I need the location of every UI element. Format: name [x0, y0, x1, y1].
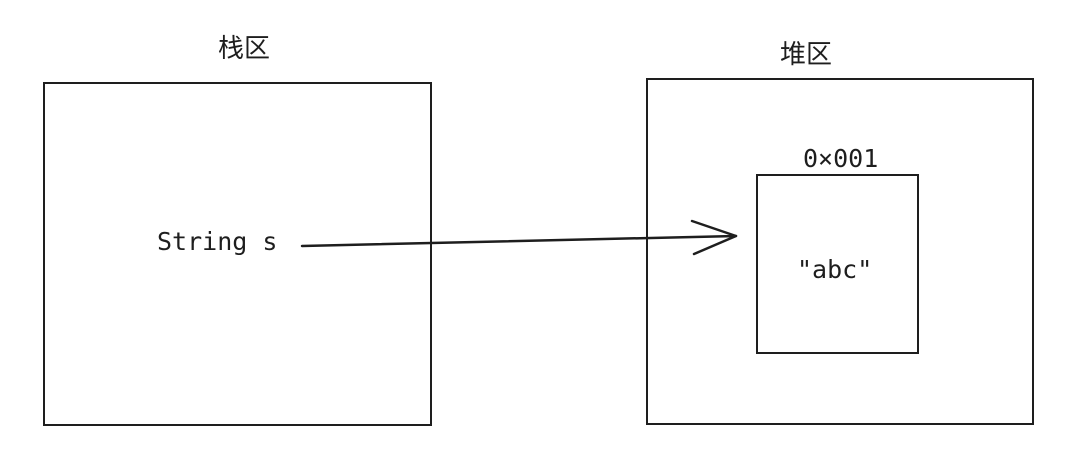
- heap-region-box[interactable]: [646, 78, 1034, 425]
- stack-region-title: 栈区: [218, 34, 271, 64]
- heap-object-box[interactable]: [756, 174, 919, 354]
- heap-object-value: "abc": [797, 255, 873, 284]
- heap-region-title: 堆区: [780, 40, 833, 70]
- stack-variable-label: String s: [157, 227, 278, 256]
- heap-object-address: 0×001: [803, 144, 879, 173]
- stack-region-box[interactable]: [43, 82, 432, 426]
